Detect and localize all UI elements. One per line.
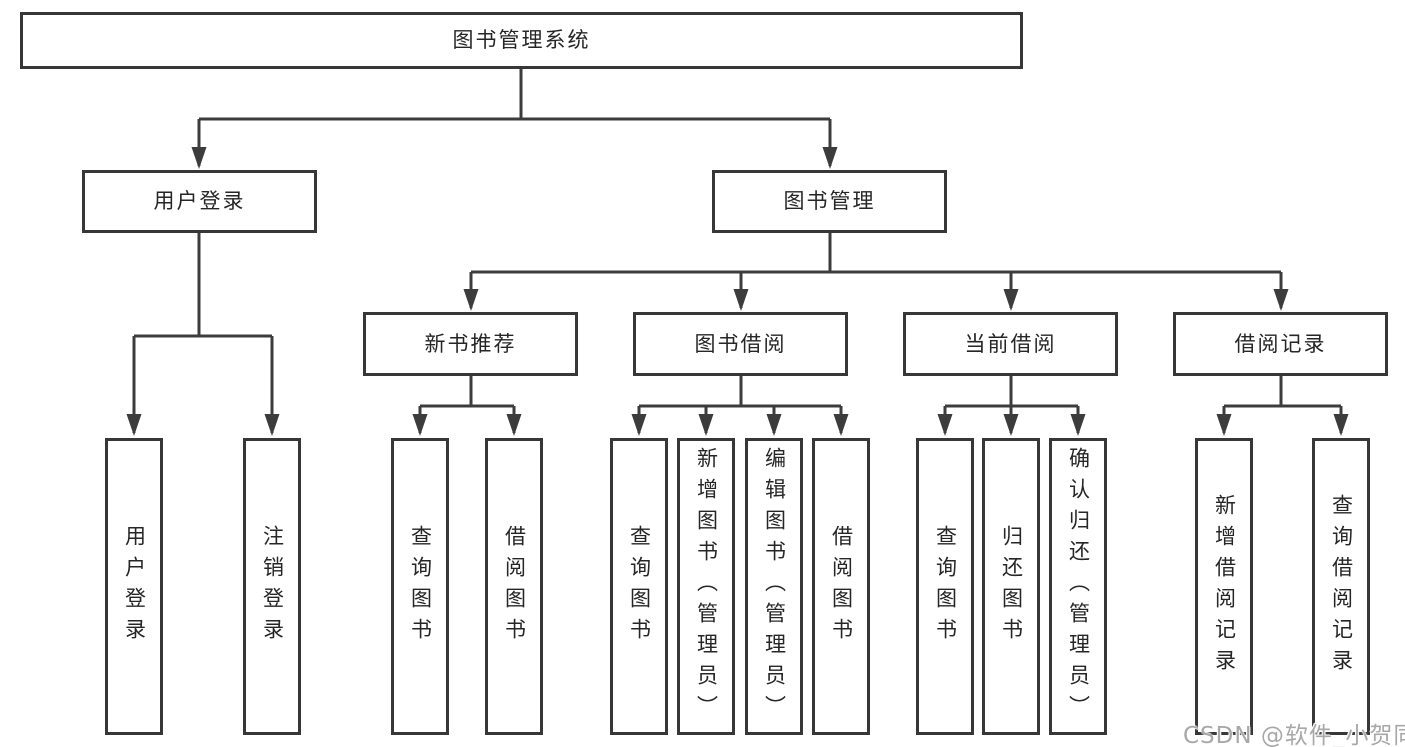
leaf-query-book-current: 查询图书 <box>916 438 974 735</box>
leaf-user-login: 用户登录 <box>105 438 163 735</box>
leaf-label: 查询图书 <box>933 524 958 649</box>
node-user-login: 用户登录 <box>82 170 317 233</box>
leaf-label: 借阅图书 <box>502 524 527 649</box>
leaf-edit-book-admin: 编辑图书（管理员） <box>745 438 803 735</box>
node-book-borrow: 图书借阅 <box>633 312 848 376</box>
leaf-label: 注销登录 <box>260 524 285 649</box>
leaf-label: 新增图书（管理员） <box>694 447 719 726</box>
node-label: 新书推荐 <box>424 331 517 356</box>
leaf-label: 查询图书 <box>408 524 433 649</box>
connector-borrow-records-children <box>1222 376 1343 433</box>
node-label: 图书管理 <box>783 189 876 213</box>
node-label: 图书管理系统 <box>452 28 591 52</box>
leaf-return-book: 归还图书 <box>982 438 1040 735</box>
node-label: 借阅记录 <box>1234 331 1327 356</box>
leaf-label: 确认归还（管理员） <box>1066 447 1091 726</box>
node-label: 用户登录 <box>153 189 246 213</box>
leaf-label: 查询图书 <box>627 524 652 649</box>
node-label: 图书借阅 <box>694 331 787 356</box>
leaf-borrow-book-recommend: 借阅图书 <box>485 438 543 735</box>
leaf-label: 归还图书 <box>999 524 1024 649</box>
leaf-label: 借阅图书 <box>829 524 854 649</box>
leaf-query-borrow-record: 查询借阅记录 <box>1312 438 1370 735</box>
connector-new-book-recommend-children <box>418 376 516 433</box>
node-library-management-system: 图书管理系统 <box>20 12 1023 69</box>
leaf-label: 新增借阅记录 <box>1212 493 1237 680</box>
leaf-query-book-borrow: 查询图书 <box>610 438 668 735</box>
connector-root-to-level2 <box>197 68 832 166</box>
connector-user-login-children <box>132 233 274 433</box>
node-book-management: 图书管理 <box>712 170 947 233</box>
connector-book-management-children <box>469 233 1283 308</box>
leaf-confirm-return-admin: 确认归还（管理员） <box>1049 438 1107 735</box>
connector-book-borrow-children <box>637 376 843 433</box>
leaf-logout: 注销登录 <box>243 438 301 735</box>
leaf-label: 查询借阅记录 <box>1329 493 1354 680</box>
leaf-query-book-recommend: 查询图书 <box>391 438 449 735</box>
csdn-watermark: CSDN @软件_小贺同学 <box>1183 723 1405 747</box>
node-label: 当前借阅 <box>964 331 1057 356</box>
leaf-add-book-admin: 新增图书（管理员） <box>677 438 735 735</box>
leaf-label: 用户登录 <box>122 524 147 649</box>
node-borrow-records: 借阅记录 <box>1173 312 1388 376</box>
leaf-label: 编辑图书（管理员） <box>762 447 787 726</box>
node-new-book-recommend: 新书推荐 <box>363 312 578 376</box>
leaf-borrow-book: 借阅图书 <box>812 438 870 735</box>
leaf-add-borrow-record: 新增借阅记录 <box>1195 438 1253 735</box>
node-current-borrow: 当前借阅 <box>903 312 1118 376</box>
